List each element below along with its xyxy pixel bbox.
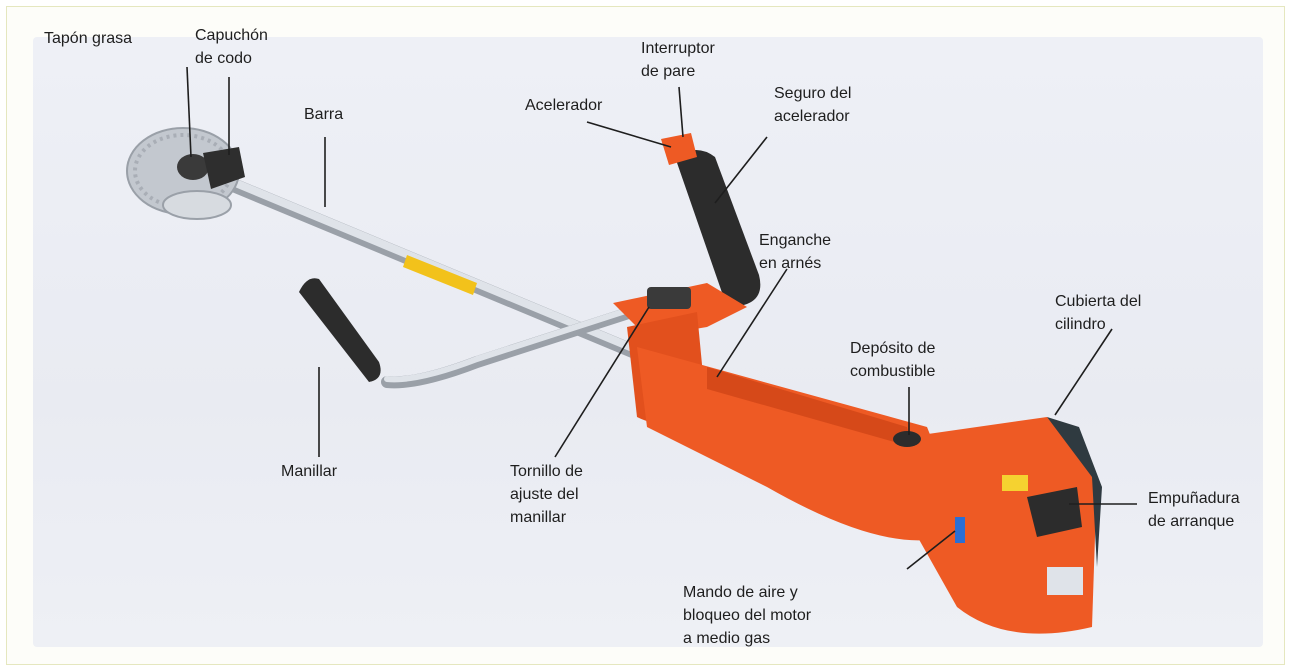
throttle-trigger <box>661 133 697 165</box>
leader-cubierta <box>1054 328 1113 416</box>
air-filter-label <box>1047 567 1083 595</box>
leader-seguro <box>714 136 768 204</box>
cylinder-cover <box>1047 417 1102 567</box>
label-acelerador: Acelerador <box>525 97 603 114</box>
leader-acelerador <box>586 121 672 148</box>
label-tapon-grasa: Tapón grasa <box>44 30 133 47</box>
leader-enganche <box>716 268 788 378</box>
leader-tapon-grasa <box>186 66 192 158</box>
choke-control <box>955 517 965 543</box>
left-grip <box>299 278 381 382</box>
label-seguro-acelerador: Seguro del acelerador <box>774 85 852 125</box>
handlebar-clamp <box>647 287 691 309</box>
handlebar-loop <box>299 278 653 389</box>
engine-body <box>613 283 1102 634</box>
label-interruptor-pare: Interruptor de pare <box>641 40 715 80</box>
label-cubierta-cilindro: Cubierta del cilindro <box>1055 293 1142 333</box>
label-mando-aire: Mando de aire y bloqueo del motor a medi… <box>683 584 812 647</box>
label-enganche-arnes: Enganche en arnés <box>759 232 832 272</box>
leader-mando <box>906 530 956 570</box>
label-deposito-combustible: Depósito de combustible <box>850 340 936 380</box>
label-barra: Barra <box>304 106 344 123</box>
angle-gear-housing <box>203 147 245 189</box>
fuel-cap <box>893 431 921 447</box>
leader-tornillo <box>554 306 650 458</box>
label-empunadura-arranque: Empuñadura de arranque <box>1148 490 1240 530</box>
leader-lines <box>186 66 1137 570</box>
label-tornillo-ajuste: Tornillo de ajuste del manillar <box>510 463 583 526</box>
engine-sticker <box>1002 475 1028 491</box>
cutting-blade <box>126 127 245 220</box>
grease-cap <box>177 154 209 180</box>
leader-interruptor <box>678 86 684 138</box>
figure-frame: Tapón grasa Capuchón de codo Barra Acele… <box>6 6 1285 665</box>
throttle-handle <box>661 133 761 307</box>
label-manillar: Manillar <box>281 463 338 480</box>
brushcutter-illustration <box>126 66 1137 634</box>
label-capuchon-codo: Capuchón de codo <box>195 27 268 67</box>
starter-grip <box>1027 487 1082 537</box>
shaft-warning-sticker <box>403 255 477 295</box>
